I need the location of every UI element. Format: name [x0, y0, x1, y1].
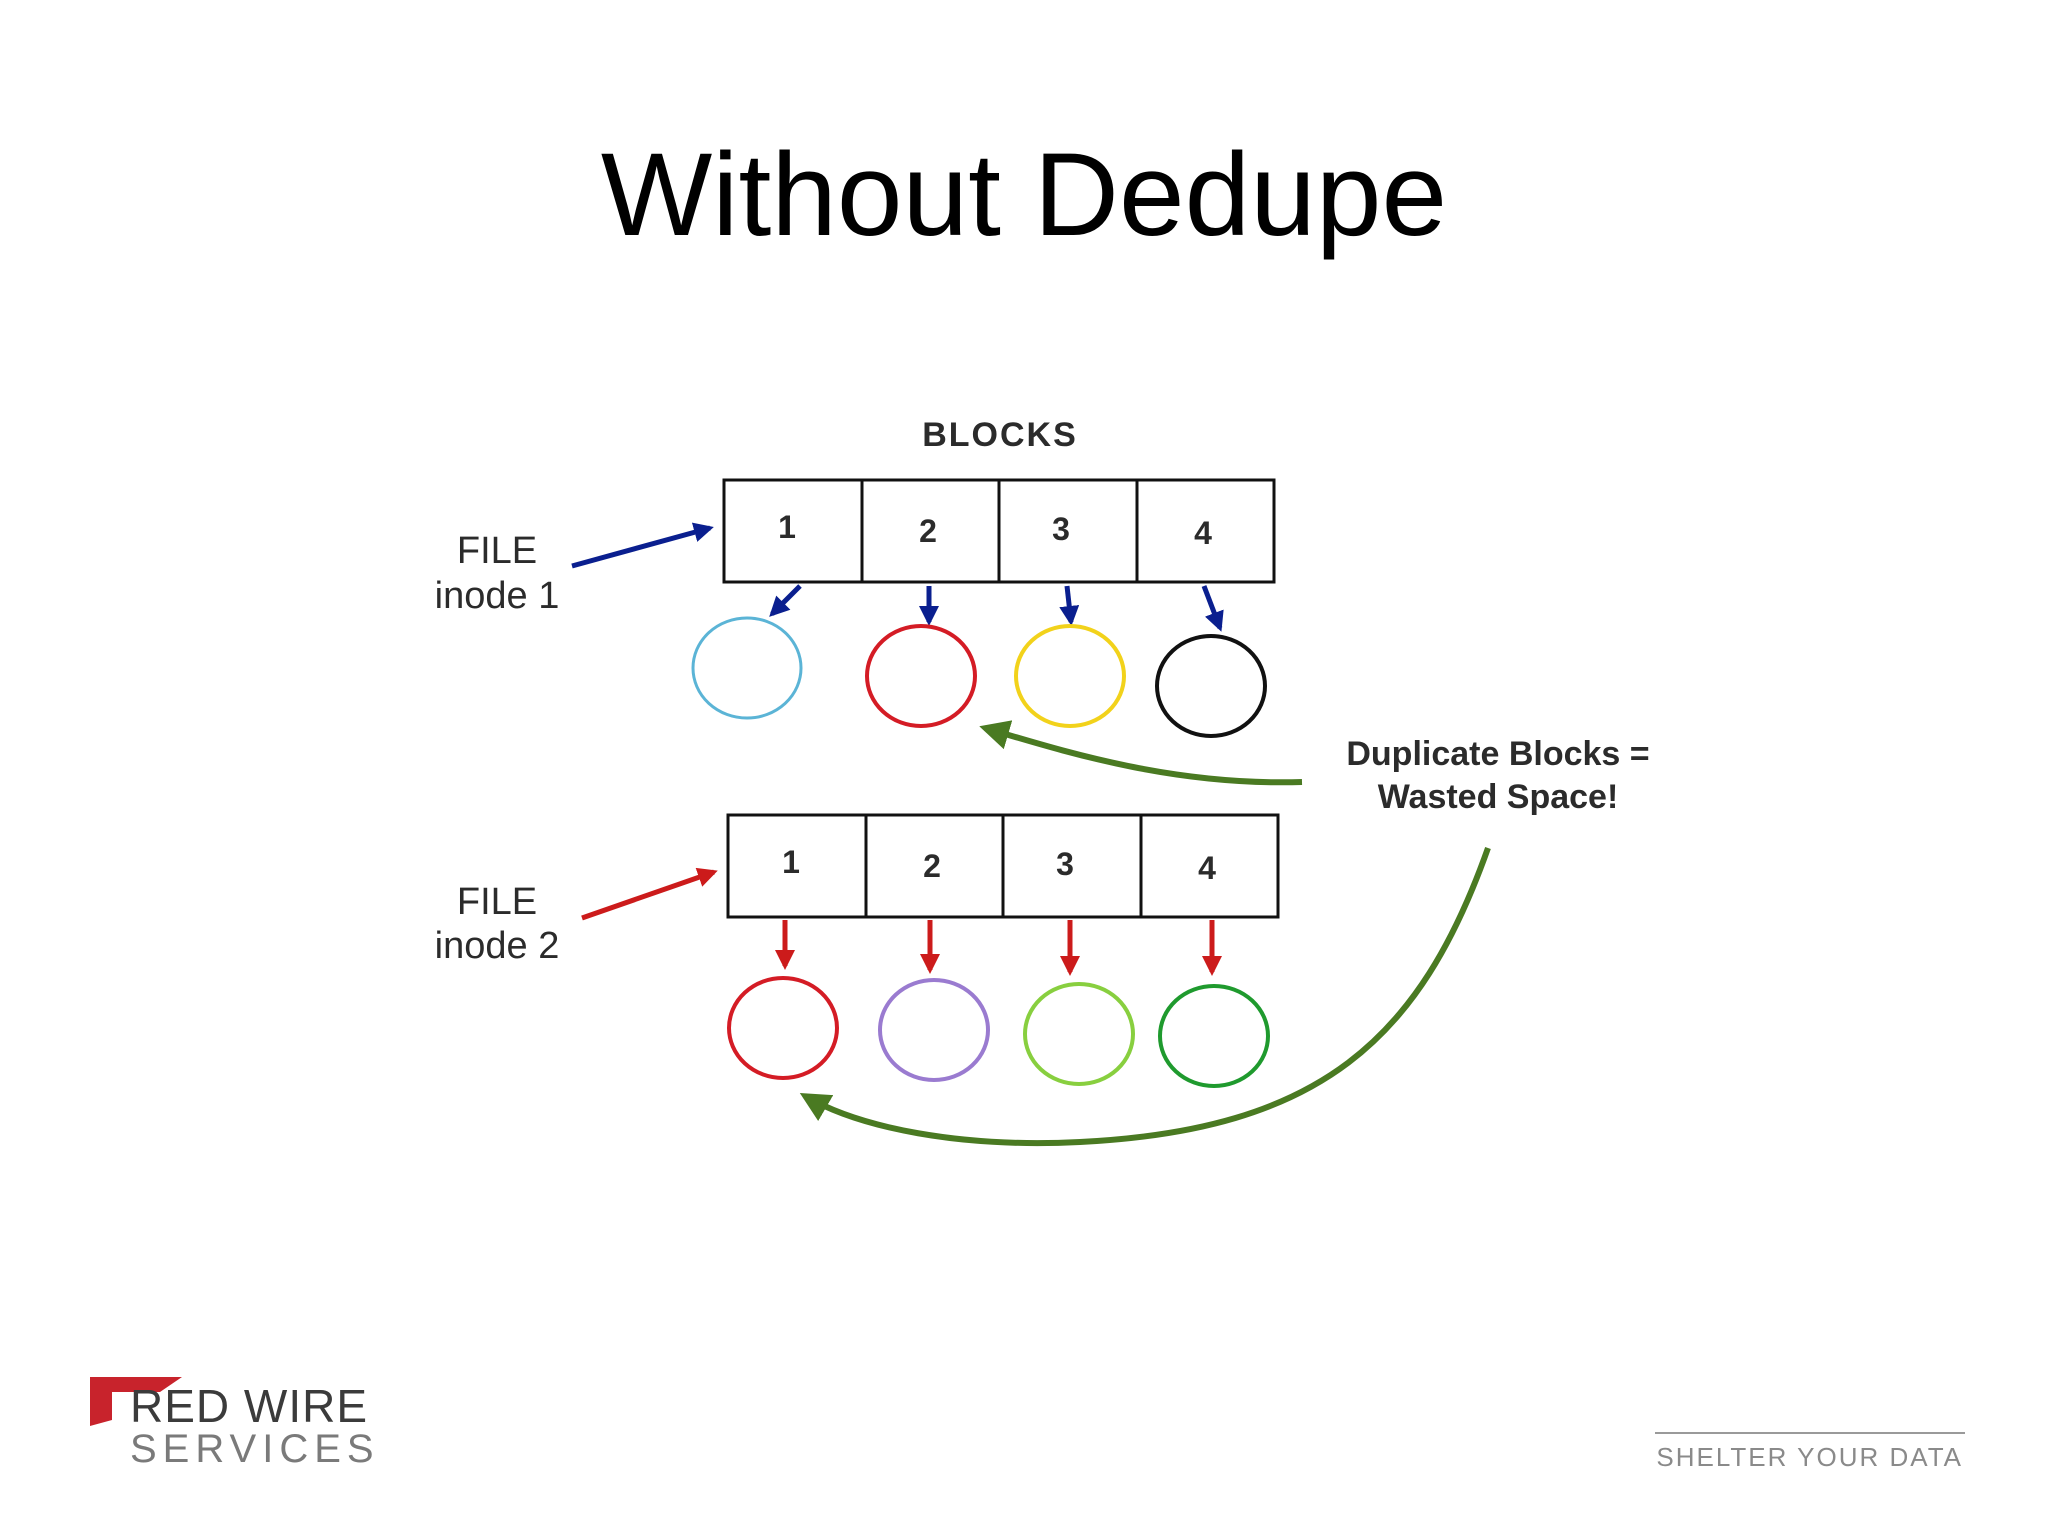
data-block-circle — [865, 624, 977, 728]
down-arrow — [1059, 585, 1080, 626]
block-number: 3 — [1056, 846, 1074, 882]
block-row-1: 1 2 3 4 — [722, 478, 1276, 584]
data-block-circle — [727, 976, 839, 1080]
duplicate-pointer-arrow-upper — [979, 720, 1303, 786]
file1-label-line2: inode 1 — [435, 575, 560, 617]
block-cell — [864, 813, 1005, 919]
down-arrow — [769, 584, 802, 617]
file1-pointer-arrow — [571, 522, 714, 569]
block-cell — [997, 478, 1139, 584]
annotation-line2: Wasted Space! — [1378, 778, 1619, 816]
tagline: SHELTER YOUR DATA — [1656, 1442, 1963, 1472]
block-number: 1 — [782, 844, 800, 880]
block-number: 4 — [1198, 850, 1216, 886]
logo-line1: RED WIRE — [130, 1380, 368, 1432]
logo-mark — [90, 1377, 182, 1426]
block-cell — [1135, 478, 1276, 584]
block-number: 2 — [923, 848, 941, 884]
data-block-circle — [1014, 624, 1126, 728]
data-block-circle — [1155, 634, 1267, 738]
data-block-circle — [1158, 984, 1270, 1088]
company-logo: RED WIRE SERVICES — [90, 1377, 380, 1471]
block-cell — [860, 478, 1001, 584]
data-block-circle — [1023, 982, 1135, 1086]
block-row-2: 1 2 3 4 — [726, 813, 1280, 919]
annotation-line1: Duplicate Blocks = — [1346, 735, 1649, 773]
data-block-circle — [878, 978, 990, 1082]
data-block-circle — [691, 616, 803, 720]
block-number: 2 — [919, 513, 937, 549]
file2-pointer-arrow — [581, 867, 718, 921]
block-cell — [1139, 813, 1280, 919]
block-number: 3 — [1052, 511, 1070, 547]
duplicate-pointer-arrow-lower — [799, 846, 1491, 1147]
blocks-heading: BLOCKS — [922, 416, 1078, 454]
file2-label-line1: FILE — [457, 881, 537, 923]
file2-label-line2: inode 2 — [435, 925, 560, 967]
block-number: 4 — [1194, 515, 1212, 551]
file1-label-line1: FILE — [457, 530, 537, 572]
block-cell — [722, 478, 864, 584]
slide-title: Without Dedupe — [600, 129, 1448, 261]
block-number: 1 — [778, 509, 796, 545]
row1-block-arrows — [769, 584, 1224, 632]
row2-data-circles — [727, 976, 1270, 1088]
logo-line2: SERVICES — [130, 1427, 380, 1471]
row2-block-arrows — [775, 920, 1222, 976]
down-arrow — [1201, 585, 1224, 632]
row1-data-circles — [691, 616, 1267, 738]
